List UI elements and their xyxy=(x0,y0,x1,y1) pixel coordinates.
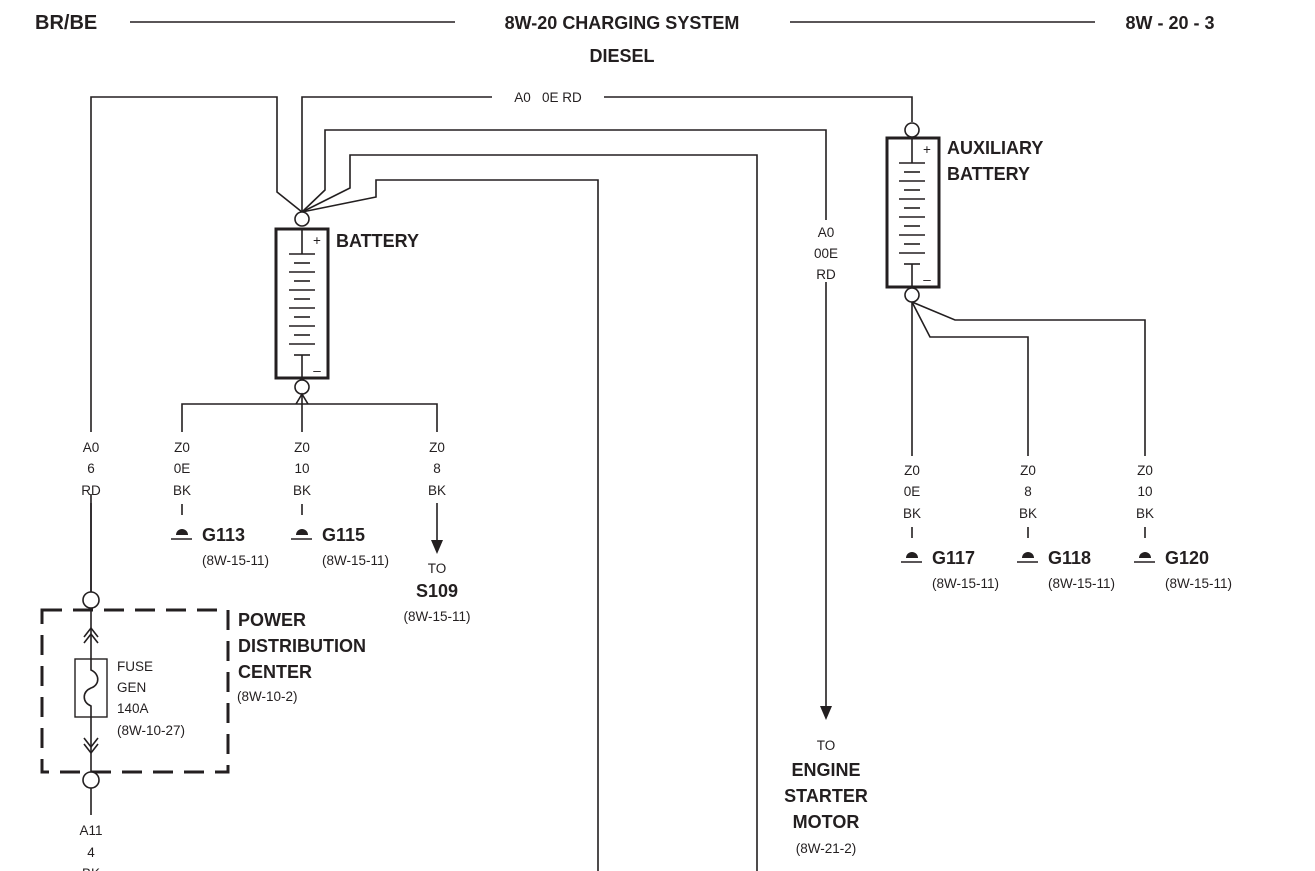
wire-g118 xyxy=(911,301,1029,456)
arrow-down-icon xyxy=(431,540,443,554)
ground-wire-gauge: 0E xyxy=(174,461,191,476)
aux-battery-label-1: AUXILIARY xyxy=(947,138,1043,158)
ground-wire-color: BK xyxy=(903,506,921,521)
s109-id[interactable]: S109 xyxy=(416,581,458,601)
wire-5 xyxy=(301,179,599,871)
ground-id[interactable]: G115 xyxy=(322,525,365,545)
ground-wire-circuit: Z0 xyxy=(1020,463,1036,478)
wire-label-top: A0 0E RD xyxy=(514,90,582,105)
pdc-ref[interactable]: (8W-10-2) xyxy=(237,689,298,704)
starter-wire-circuit: A0 xyxy=(818,225,835,240)
s109-gauge: 8 xyxy=(433,461,441,476)
header-left: BR/BE xyxy=(35,12,97,34)
page-number: 8W - 20 - 3 xyxy=(1125,13,1214,33)
bottom-wire-circuit: A11 xyxy=(79,823,102,838)
ground-icon xyxy=(296,529,308,535)
left-wire-circuit: A0 xyxy=(83,440,100,455)
bottom-wire-gauge: 4 xyxy=(87,845,95,860)
fuse-ref[interactable]: (8W-10-27) xyxy=(117,723,185,738)
s109-color: BK xyxy=(428,483,446,498)
auxiliary-battery-symbol xyxy=(885,122,941,303)
ground-id[interactable]: G120 xyxy=(1165,548,1209,568)
left-wire-color: RD xyxy=(81,483,101,498)
s109-circuit: Z0 xyxy=(429,440,445,455)
ground-id[interactable]: G118 xyxy=(1048,548,1091,568)
arrow-down-icon xyxy=(820,706,832,720)
ground-wire-gauge: 10 xyxy=(294,461,309,476)
ground-ref[interactable]: (8W-15-11) xyxy=(932,576,999,591)
battery-minus: – xyxy=(313,363,321,378)
ground-wire-gauge: 10 xyxy=(1137,484,1152,499)
ground-icon xyxy=(906,552,918,558)
wire-g120 xyxy=(911,301,1146,456)
connector-chevron-icon xyxy=(83,632,99,644)
connector-chevron-icon xyxy=(83,626,99,638)
ground-wire-circuit: Z0 xyxy=(174,440,190,455)
starter-wire-color: RD xyxy=(816,267,836,282)
aux-battery-minus: – xyxy=(923,272,931,287)
ground-group: Z00EBKG113(8W-15-11)Z010BKG115(8W-15-11)… xyxy=(171,440,1232,591)
ground-ref[interactable]: (8W-15-11) xyxy=(322,553,389,568)
ground-wire-gauge: 0E xyxy=(904,484,921,499)
s109-to: TO xyxy=(428,561,447,576)
left-wire-gauge: 6 xyxy=(87,461,95,476)
starter-line-1: ENGINE xyxy=(791,760,860,780)
bottom-wire-color: BK xyxy=(82,866,100,871)
ground-wire-color: BK xyxy=(1019,506,1037,521)
wire-a0-6-rd xyxy=(90,96,303,592)
connector-chevron-icon xyxy=(83,743,99,755)
fuse-line-1: FUSE xyxy=(117,659,153,674)
wire-a0-00e-rd xyxy=(301,129,827,708)
ground-ref[interactable]: (8W-15-11) xyxy=(202,553,269,568)
s109-ref[interactable]: (8W-15-11) xyxy=(403,609,470,624)
battery-symbol xyxy=(274,211,330,395)
fuse-line-2: GEN xyxy=(117,680,146,695)
starter-ref[interactable]: (8W-21-2) xyxy=(796,841,857,856)
ground-id[interactable]: G117 xyxy=(932,548,975,568)
battery-plus: + xyxy=(313,233,321,248)
aux-battery-label-2: BATTERY xyxy=(947,164,1030,184)
battery-label: BATTERY xyxy=(336,231,419,251)
ground-wire-circuit: Z0 xyxy=(1137,463,1153,478)
page-title: 8W-20 CHARGING SYSTEM xyxy=(505,13,740,33)
ground-wire-color: BK xyxy=(173,483,191,498)
connector-icon xyxy=(82,771,100,789)
starter-wire-gauge: 00E xyxy=(814,246,838,261)
ground-ref[interactable]: (8W-15-11) xyxy=(1165,576,1232,591)
aux-battery-plus: + xyxy=(923,142,931,157)
ground-ref[interactable]: (8W-15-11) xyxy=(1048,576,1115,591)
connector-chevron-icon xyxy=(83,737,99,749)
connector-icon xyxy=(82,591,100,609)
wire-a0-0e-rd xyxy=(301,96,913,212)
page-subtitle: DIESEL xyxy=(589,46,654,66)
pdc-line-3: CENTER xyxy=(238,662,312,682)
ground-icon xyxy=(1139,552,1151,558)
ground-icon xyxy=(1022,552,1034,558)
starter-line-3: MOTOR xyxy=(793,812,860,832)
ground-wire-gauge: 8 xyxy=(1024,484,1032,499)
ground-bus xyxy=(181,403,438,432)
ground-icon xyxy=(176,529,188,535)
pdc-line-2: DISTRIBUTION xyxy=(238,636,366,656)
starter-to: TO xyxy=(817,738,836,753)
fuse-element xyxy=(83,659,99,717)
pdc-dashed-box xyxy=(40,608,230,774)
ground-wire-circuit: Z0 xyxy=(294,440,310,455)
starter-line-2: STARTER xyxy=(784,786,868,806)
ground-id[interactable]: G113 xyxy=(202,525,245,545)
ground-wire-color: BK xyxy=(293,483,311,498)
fuse-line-3: 140A xyxy=(117,701,149,716)
pdc-line-1: POWER xyxy=(238,610,306,630)
ground-wire-color: BK xyxy=(1136,506,1154,521)
wire-4 xyxy=(301,154,758,871)
ground-wire-circuit: Z0 xyxy=(904,463,920,478)
